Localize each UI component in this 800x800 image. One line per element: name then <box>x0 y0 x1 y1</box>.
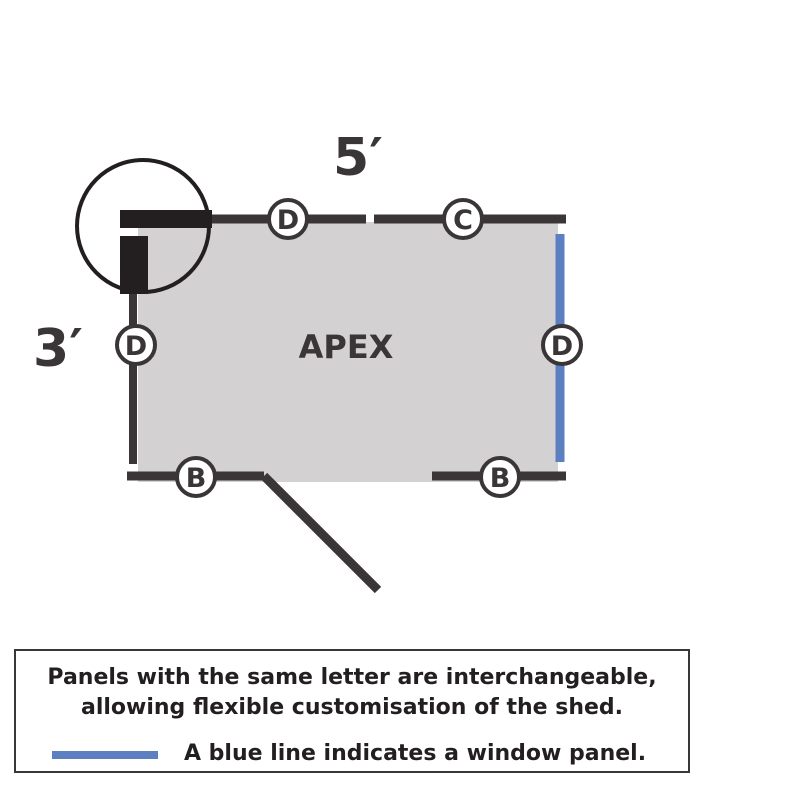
door-panel <box>260 472 382 594</box>
panel-letter: C <box>453 205 473 236</box>
panel-letter: D <box>551 331 573 362</box>
corner-post-horizontal <box>120 210 212 228</box>
panel-marker-top-right: C <box>442 198 484 240</box>
corner-post-vertical <box>120 236 148 294</box>
legend-line-1: Panels with the same letter are intercha… <box>47 665 657 690</box>
panel-marker-top-left: D <box>267 198 309 240</box>
legend-window-swatch <box>52 751 158 759</box>
panel-marker-right: D <box>541 324 583 366</box>
shed-floor <box>138 222 558 482</box>
panel-marker-left: D <box>115 324 157 366</box>
panel-letter: B <box>490 463 511 494</box>
room-label: APEX <box>299 328 394 366</box>
depth-dimension-label: 3′ <box>33 319 83 379</box>
legend-window-caption: A blue line indicates a window panel. <box>184 741 647 766</box>
panel-marker-bottom-left: B <box>175 456 217 498</box>
panel-letter: B <box>186 463 207 494</box>
panel-marker-bottom-right: B <box>479 456 521 498</box>
legend-box: Panels with the same letter are intercha… <box>14 649 690 773</box>
panel-letter: D <box>125 331 147 362</box>
width-dimension-label: 5′ <box>333 128 383 188</box>
legend-line-2: allowing flexible customisation of the s… <box>80 695 624 720</box>
legend-text: Panels with the same letter are intercha… <box>16 663 688 723</box>
panel-letter: D <box>277 205 299 236</box>
